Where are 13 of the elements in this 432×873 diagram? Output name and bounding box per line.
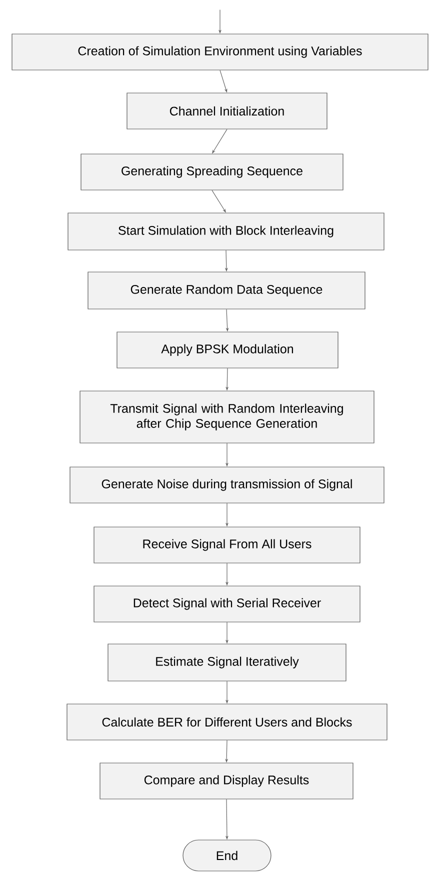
process-box: Transmit Signal with Random Interleaving after Chip Sequence Generation: [80, 390, 374, 444]
process-box: Generate Random Data Sequence: [88, 272, 366, 310]
process-box: Generate Noise during transmission of Signal: [70, 466, 384, 504]
process-box: Start Simulation with Block Interleaving: [68, 212, 384, 250]
process-box: Calculate BER for Different Users and Blocks: [66, 704, 388, 740]
process-box: Apply BPSK Modulation: [116, 332, 338, 368]
process-box: Receive Signal From All Users: [94, 526, 360, 564]
process-box: Compare and Display Results: [100, 762, 354, 800]
process-box: Channel Initialization: [126, 92, 328, 130]
process-box: Detect Signal with Serial Receiver: [94, 586, 360, 622]
process-box: Creation of Simulation Environment using Variables: [12, 34, 428, 70]
process-box: Generating Spreading Sequence: [80, 154, 344, 190]
process-box: Estimate Signal Iteratively: [108, 644, 346, 682]
